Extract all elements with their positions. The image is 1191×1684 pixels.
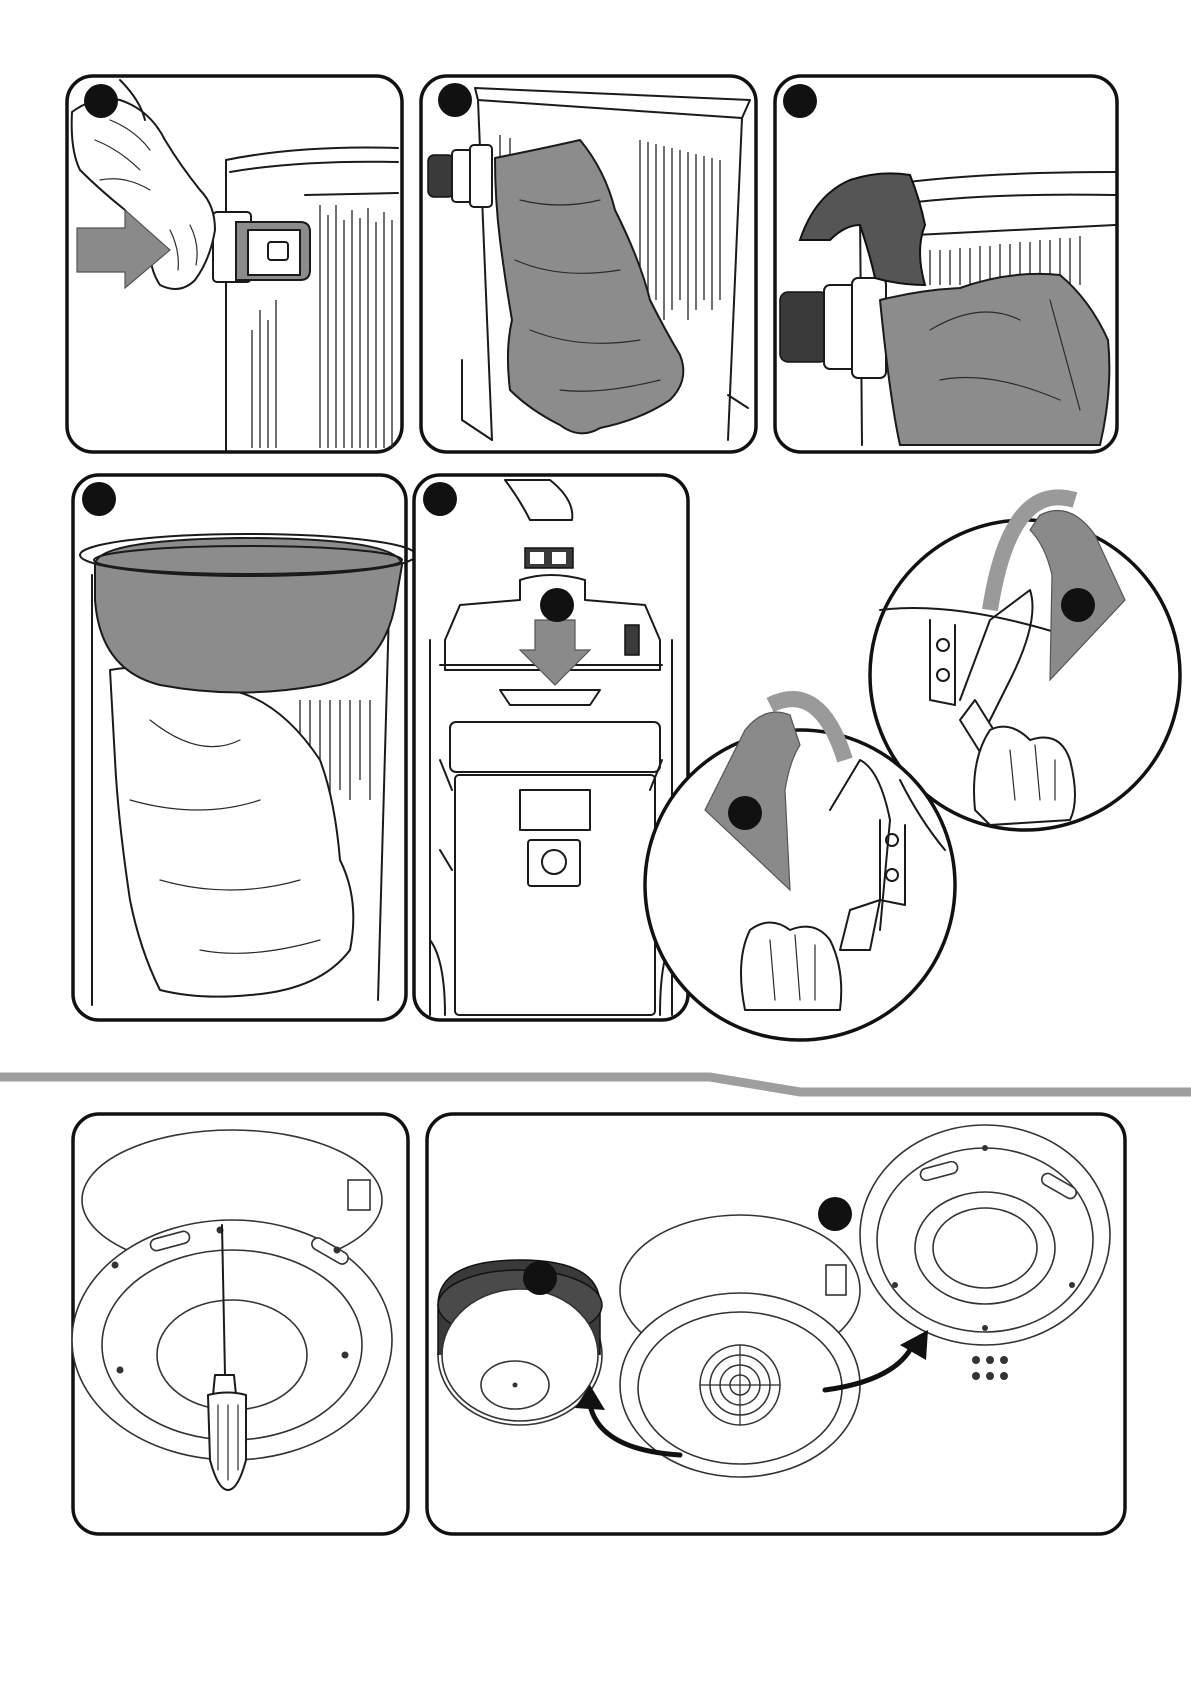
bag-collar [95,538,402,693]
section-divider [0,1077,1191,1092]
step-marker [1061,588,1095,622]
step-marker [84,84,118,118]
step-marker [82,482,116,516]
step-marker [818,1197,852,1231]
step-marker [540,588,574,622]
panel-screwdriver [72,1114,408,1534]
filter-cover [860,1125,1110,1345]
panel-head-lower [414,475,688,1020]
latch-detail-lower [645,730,955,1040]
step-marker [523,1261,557,1295]
panel-latch-close [645,497,1180,1040]
panel-bag-open [73,475,416,1020]
hose-connector [428,145,492,207]
panel-filter-exploded [427,1114,1125,1534]
step-marker [423,482,457,516]
inlet-socket [213,212,310,282]
step-marker [438,83,472,117]
panel-hose-insert [67,76,402,452]
panel-bag-in-tank [421,76,756,452]
panel-bag-collar [775,76,1117,452]
paper-bag [880,274,1109,445]
hand-icon [741,923,841,1011]
step-marker [783,84,817,118]
step-marker [728,796,762,830]
filter-cartridge [438,1260,602,1425]
motor-head-bottom-view [620,1215,860,1477]
